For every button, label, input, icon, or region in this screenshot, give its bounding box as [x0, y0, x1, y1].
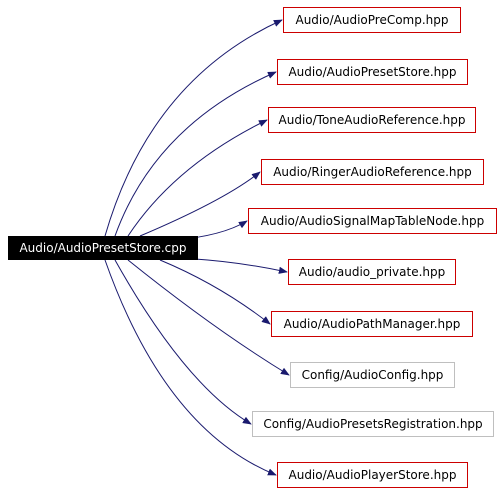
- include-edge: [127, 259, 290, 376]
- include-edge: [114, 259, 252, 425]
- include-edge: [104, 19, 283, 237]
- include-node-toneaudioreference[interactable]: Audio/ToneAudioReference.hpp: [268, 107, 476, 133]
- include-edge: [104, 259, 277, 476]
- include-node-audio-private[interactable]: Audio/audio_private.hpp: [288, 259, 456, 285]
- include-node-audiopresetsregistration: Config/AudioPresetsRegistration.hpp: [252, 411, 494, 437]
- include-node-audiosignalmaptablenode[interactable]: Audio/AudioSignalMapTableNode.hpp: [248, 208, 497, 234]
- include-node-audiopresetstore[interactable]: Audio/AudioPresetStore.hpp: [277, 59, 468, 85]
- include-edge: [114, 71, 277, 237]
- include-node-audioplayerstore[interactable]: Audio/AudioPlayerStore.hpp: [277, 462, 468, 488]
- source-file-node: Audio/AudioPresetStore.cpp: [8, 236, 198, 260]
- include-edge: [194, 258, 288, 274]
- include-node-audioprecomp[interactable]: Audio/AudioPreComp.hpp: [283, 7, 461, 33]
- include-node-audiopathmanager[interactable]: Audio/AudioPathManager.hpp: [271, 311, 473, 337]
- include-edge: [139, 171, 261, 237]
- include-edge: [159, 259, 271, 325]
- include-node-ringeraudioreference[interactable]: Audio/RingerAudioReference.hpp: [261, 159, 484, 185]
- include-node-audioconfig: Config/AudioConfig.hpp: [290, 362, 455, 388]
- include-edge: [127, 119, 268, 237]
